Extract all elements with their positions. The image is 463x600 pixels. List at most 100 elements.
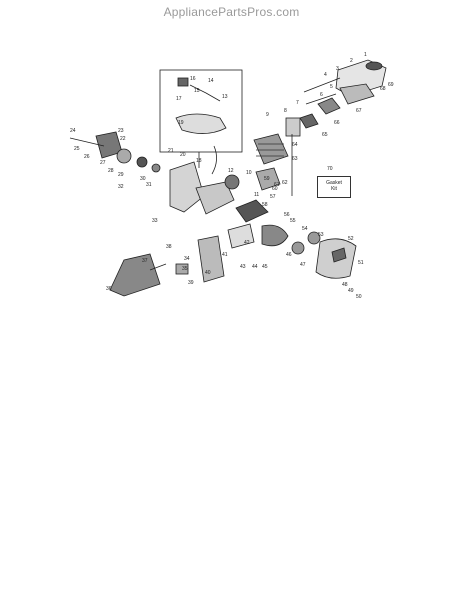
- callout-46: 46: [286, 252, 292, 258]
- callout-59: 59: [264, 176, 270, 182]
- gasket-kit-line1: Gasket: [326, 180, 342, 186]
- callout-23: 23: [118, 128, 124, 134]
- callout-30: 30: [140, 176, 146, 182]
- callout-39: 39: [188, 280, 194, 286]
- callout-52: 52: [348, 236, 354, 242]
- callout-4: 4: [324, 72, 327, 78]
- callout-6: 6: [320, 92, 323, 98]
- trigger-part: [177, 77, 189, 87]
- callout-19: 19: [178, 120, 184, 126]
- flywheel-part: [235, 199, 269, 223]
- washer-part: [291, 241, 305, 255]
- callout-16: 16: [190, 76, 196, 82]
- callout-24: 24: [70, 128, 76, 134]
- callout-67: 67: [356, 108, 362, 114]
- starter-dog-part: [151, 163, 161, 173]
- mounting-bolts-part: [303, 77, 341, 105]
- callout-49: 49: [348, 288, 354, 294]
- spring-part: [136, 156, 148, 168]
- intake-part: [299, 113, 319, 129]
- callout-32: 32: [118, 184, 124, 190]
- callout-3: 3: [336, 66, 339, 72]
- callout-10: 10: [246, 170, 252, 176]
- callout-58: 58: [262, 202, 268, 208]
- arrow-curve: [211, 145, 217, 175]
- gasket-kit-number: 70: [327, 166, 333, 172]
- callout-55: 55: [290, 218, 296, 224]
- callout-12: 12: [228, 168, 234, 174]
- callout-68: 68: [380, 86, 386, 92]
- callout-13: 13: [222, 94, 228, 100]
- callout-15: 15: [194, 88, 200, 94]
- heat-shield-part: [227, 223, 255, 249]
- callout-22: 22: [120, 136, 126, 142]
- callout-44: 44: [252, 264, 258, 270]
- callout-27: 27: [100, 160, 106, 166]
- callout-63: 63: [292, 156, 298, 162]
- callout-53: 53: [318, 232, 324, 238]
- clutch-part: [224, 174, 240, 190]
- starter-rope-part: [69, 137, 105, 147]
- handle-housing-part: [195, 181, 235, 215]
- callout-47: 47: [300, 262, 306, 268]
- fan-housing-part: [169, 161, 205, 213]
- callout-7: 7: [296, 100, 299, 106]
- pulley-part: [116, 148, 132, 164]
- watermark-text: AppliancePartsPros.com: [163, 5, 300, 19]
- callout-36: 36: [106, 286, 112, 292]
- callout-9: 9: [266, 112, 269, 118]
- callout-25: 25: [74, 146, 80, 152]
- gasket-kit-line2: Kit: [331, 186, 337, 192]
- callout-50: 50: [356, 294, 362, 300]
- carburetor-part: [317, 97, 341, 115]
- throttle-cable-part: [189, 84, 221, 102]
- callout-51: 51: [358, 260, 364, 266]
- callout-43: 43: [240, 264, 246, 270]
- callout-54: 54: [302, 226, 308, 232]
- fuel-tank-part: [331, 247, 347, 263]
- nut-part: [307, 231, 321, 245]
- callout-66: 66: [334, 120, 340, 126]
- callout-38: 38: [166, 244, 172, 250]
- callout-14: 14: [208, 78, 214, 84]
- callout-42: 42: [244, 240, 250, 246]
- callout-56: 56: [284, 212, 290, 218]
- callout-64: 64: [292, 142, 298, 148]
- callout-17: 17: [176, 96, 182, 102]
- callout-57: 57: [270, 194, 276, 200]
- muffler-part: [197, 235, 225, 283]
- callout-65: 65: [322, 132, 328, 138]
- ignition-coil-part: [261, 224, 289, 247]
- callout-33: 33: [152, 218, 158, 224]
- callout-18: 18: [196, 158, 202, 164]
- callout-1: 1: [364, 52, 367, 58]
- throttle-housing-part: [175, 113, 227, 134]
- spark-arrestor-part: [175, 263, 189, 275]
- callout-26: 26: [84, 154, 90, 160]
- insulator-part: [285, 117, 301, 137]
- callout-2: 2: [350, 58, 353, 64]
- air-filter-part: [339, 83, 375, 105]
- callout-11: 11: [254, 192, 259, 198]
- air-filter-knob-part: [365, 61, 383, 71]
- shroud-screw-part: [149, 263, 167, 271]
- callout-35: 35: [182, 266, 188, 272]
- callout-8: 8: [284, 108, 287, 114]
- shroud-part: [109, 253, 161, 297]
- callout-69: 69: [388, 82, 394, 88]
- callout-5: 5: [330, 84, 333, 90]
- callout-34: 34: [184, 256, 190, 262]
- callout-45: 45: [262, 264, 268, 270]
- callout-61: 61: [274, 182, 280, 188]
- crankcase-part: [255, 167, 281, 191]
- callout-48: 48: [342, 282, 348, 288]
- callout-31: 31: [146, 182, 152, 188]
- inset-frame: [159, 69, 243, 153]
- callout-20: 20: [180, 152, 186, 158]
- callout-29: 29: [118, 172, 124, 178]
- callout-21: 21: [168, 148, 174, 154]
- gasket-kit-box: Gasket Kit: [317, 176, 351, 198]
- callout-40: 40: [205, 270, 211, 276]
- callout-37: 37: [142, 258, 148, 264]
- cylinder-fins-part: [256, 143, 284, 157]
